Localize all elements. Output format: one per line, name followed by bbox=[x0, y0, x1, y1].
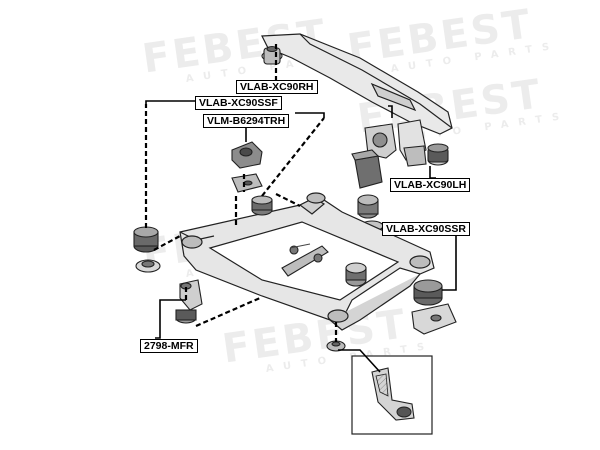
mount-vlab-xc90rh bbox=[261, 45, 283, 65]
label-vlab-xc90ssf[interactable]: VLAB-XC90SSF bbox=[195, 96, 282, 110]
mount-vlab-xc90ssf-left bbox=[133, 226, 161, 273]
subframe-rear-bushing bbox=[345, 262, 367, 287]
label-2798-mfr[interactable]: 2798-MFR bbox=[140, 339, 198, 353]
dashed-leader-lines bbox=[144, 44, 338, 342]
mount-vlab-xc90ssr bbox=[411, 279, 457, 335]
label-vlm-b6294trh[interactable]: VLM-B6294TRH bbox=[203, 114, 290, 128]
engine-mount-bracket-right bbox=[364, 119, 427, 167]
mount-vlm-b6294trh bbox=[231, 141, 263, 193]
mount-vlab-xc90lh bbox=[427, 143, 449, 166]
steering-link bbox=[281, 243, 329, 277]
top-crossmember bbox=[261, 33, 453, 135]
label-vlab-xc90rh[interactable]: VLAB-XC90RH bbox=[236, 80, 318, 94]
mount-vlab-xc90ssf-right bbox=[251, 195, 273, 216]
detail-inset bbox=[351, 355, 433, 435]
label-vlab-xc90lh[interactable]: VLAB-XC90LH bbox=[390, 178, 471, 192]
bracket-2798-mfr bbox=[175, 279, 203, 324]
label-vlab-xc90ssr[interactable]: VLAB-XC90SSR bbox=[382, 222, 470, 236]
